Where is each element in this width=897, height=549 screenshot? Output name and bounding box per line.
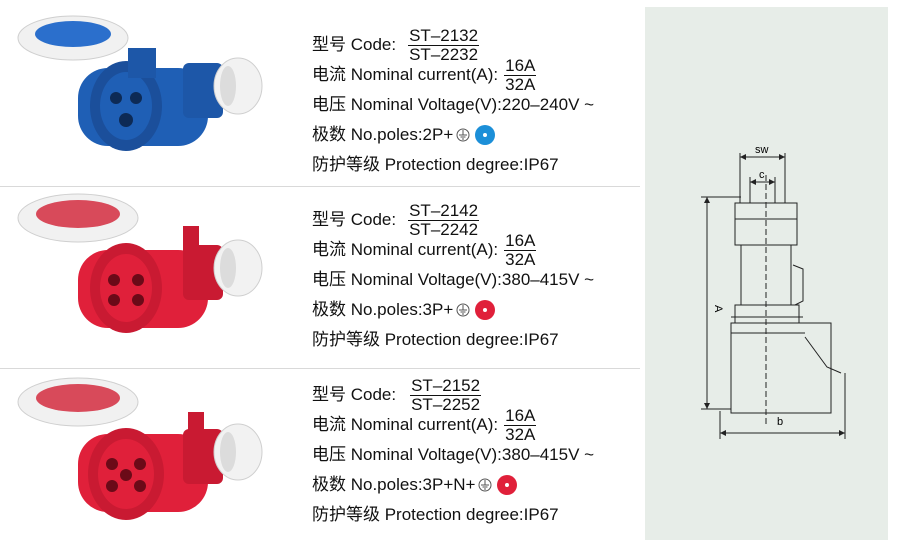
blue-socket-image [17, 15, 263, 151]
model-label: 型号 Code: [312, 210, 397, 229]
red-socket-image [17, 377, 263, 520]
protection-line: 防护等级 Protection degree:IP67 [312, 155, 559, 174]
model-code-top: ST–2152 [410, 375, 482, 396]
poles-label: 极数 No.poles:3P+ [312, 300, 454, 319]
red-socket-image [17, 193, 263, 333]
voltage-line: 电压 Nominal Voltage(V):220–240V ~ [312, 95, 595, 114]
model-code-bottom: ST–2252 [411, 394, 481, 414]
dim-label-sw: sw [755, 144, 769, 156]
current-label: 电流 Nominal current(A): [312, 65, 499, 84]
current-top: 16A [504, 55, 537, 76]
model-code-bottom: ST–2242 [409, 219, 479, 239]
protection-line: 防护等级 Protection degree:IP67 [312, 505, 559, 524]
model-code-top: ST–2132 [408, 25, 480, 46]
model-code-top: ST–2142 [408, 200, 480, 221]
dimension-diagram: sw c A b [645, 7, 888, 540]
protection-line: 防护等级 Protection degree:IP67 [312, 330, 559, 349]
pole-color-icon [475, 300, 496, 320]
earth-icon [456, 303, 470, 317]
model-code-bottom: ST–2232 [409, 44, 479, 64]
pole-color-icon [475, 125, 496, 145]
current-label: 电流 Nominal current(A): [312, 415, 499, 434]
voltage-line: 电压 Nominal Voltage(V):380–415V ~ [312, 270, 595, 289]
earth-icon [456, 128, 470, 142]
pole-color-icon [497, 475, 518, 495]
dim-label-c: c [759, 169, 765, 181]
dim-label-b: b [777, 416, 783, 428]
current-bottom: 32A [505, 74, 536, 94]
dim-label-a: A [712, 305, 724, 313]
row-divider [0, 368, 640, 369]
current-top: 16A [504, 230, 537, 251]
model-label: 型号 Code: [312, 385, 397, 404]
technical-drawing: sw c A b [701, 144, 846, 439]
model-label: 型号 Code: [312, 35, 397, 54]
voltage-line: 电压 Nominal Voltage(V):380–415V ~ [312, 445, 595, 464]
poles-label: 极数 No.poles:3P+N+ [312, 475, 476, 494]
poles-label: 极数 No.poles:2P+ [312, 125, 454, 144]
row-divider [0, 186, 640, 187]
current-label: 电流 Nominal current(A): [312, 240, 499, 259]
earth-icon [478, 478, 492, 492]
current-top: 16A [504, 405, 537, 426]
current-bottom: 32A [505, 249, 536, 269]
current-bottom: 32A [505, 424, 536, 444]
